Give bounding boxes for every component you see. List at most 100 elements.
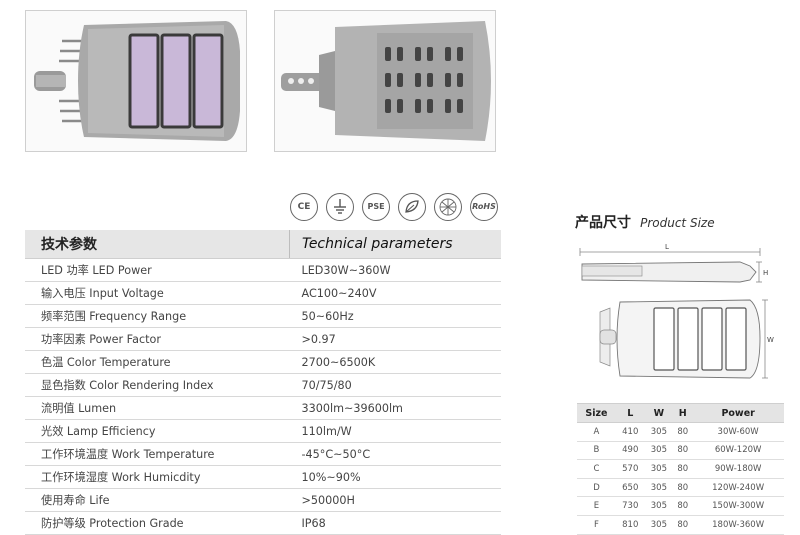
size-cell: 80 — [673, 459, 693, 479]
size-cell: B — [577, 441, 616, 461]
spec-label: LED 功率 LED Power — [25, 258, 290, 282]
spec-value: 10%~90% — [289, 465, 501, 489]
product-photo-back — [274, 10, 496, 152]
spec-value: 3300lm~39600lm — [289, 396, 501, 420]
spec-label: 工作环境湿度 Work Humicdity — [25, 465, 290, 489]
size-header-size: Size — [577, 403, 616, 423]
spec-value: -45°C~50°C — [289, 442, 501, 466]
size-cell: F — [577, 515, 616, 535]
size-cell: 80 — [673, 515, 693, 535]
spec-value: 2700~6500K — [289, 350, 501, 374]
grid-globe-icon — [434, 193, 462, 221]
size-cell: C — [577, 459, 616, 479]
spec-value: IP68 — [289, 511, 501, 535]
size-cell: 80 — [673, 478, 693, 498]
ce-mark-icon: CE — [290, 193, 318, 221]
size-cell: 490 — [615, 441, 645, 461]
spec-label: 防护等级 Protection Grade — [25, 511, 290, 535]
spec-row: 功率因素 Power Factor>0.97 — [25, 327, 501, 351]
dimension-diagram: L H W — [560, 238, 785, 398]
spec-value: 110lm/W — [289, 419, 501, 443]
spec-label: 使用寿命 Life — [25, 488, 290, 512]
size-cell: 305 — [644, 478, 674, 498]
technical-parameters-table: 技术参数 Technical parameters LED 功率 LED Pow… — [25, 230, 501, 535]
spec-value: AC100~240V — [289, 281, 501, 305]
size-header-w: W — [644, 403, 674, 423]
size-cell: 30W-60W — [692, 422, 784, 442]
leaf-eco-icon — [398, 193, 426, 221]
spec-row: 工作环境温度 Work Temperature-45°C~50°C — [25, 442, 501, 466]
dimension-drawing: L H W — [579, 243, 774, 379]
size-cell: 305 — [644, 459, 674, 479]
spec-label: 频率范围 Frequency Range — [25, 304, 290, 328]
spec-value: >0.97 — [289, 327, 501, 351]
size-cell: A — [577, 422, 616, 442]
size-cell: 305 — [644, 496, 674, 516]
size-cell: 80 — [673, 496, 693, 516]
size-cell: 90W-180W — [692, 459, 784, 479]
spec-header-en: Technical parameters — [289, 230, 501, 259]
dim-label-width: W — [767, 336, 774, 344]
size-cell: 120W-240W — [692, 478, 784, 498]
spec-label: 光效 Lamp Efficiency — [25, 419, 290, 443]
spec-label: 显色指数 Color Rendering Index — [25, 373, 290, 397]
spec-header-cn: 技术参数 — [25, 230, 290, 259]
product-photo-front — [25, 10, 247, 152]
size-header-h: H — [673, 403, 693, 423]
dim-label-length: L — [665, 243, 669, 251]
size-cell: D — [577, 478, 616, 498]
size-cell: 60W-120W — [692, 441, 784, 461]
size-cell: E — [577, 496, 616, 516]
size-cell: 810 — [615, 515, 645, 535]
spec-header-row: 技术参数 Technical parameters — [25, 230, 501, 259]
product-size-title-en: Product Size — [640, 216, 715, 230]
rohs-mark-icon: RoHS — [470, 193, 498, 221]
spec-value: 70/75/80 — [289, 373, 501, 397]
size-header-power: Power — [692, 403, 784, 423]
spec-row: 使用寿命 Life>50000H — [25, 488, 501, 512]
street-light-back-illustration — [281, 21, 491, 141]
size-cell: 80 — [673, 422, 693, 442]
size-cell: 650 — [615, 478, 645, 498]
dim-label-height: H — [763, 269, 768, 277]
certification-marks: CE PSE RoHS — [290, 193, 502, 225]
size-cell: 180W-360W — [692, 515, 784, 535]
ground-symbol-icon — [326, 193, 354, 221]
size-cell: 410 — [615, 422, 645, 442]
size-cell: 305 — [644, 441, 674, 461]
spec-label: 工作环境温度 Work Temperature — [25, 442, 290, 466]
size-cell: 570 — [615, 459, 645, 479]
size-cell: 80 — [673, 441, 693, 461]
size-cell: 305 — [644, 422, 674, 442]
size-cell: 730 — [615, 496, 645, 516]
spec-label: 输入电压 Input Voltage — [25, 281, 290, 305]
spec-label: 色温 Color Temperature — [25, 350, 290, 374]
product-size-title: 产品尺寸 Product Size — [575, 212, 715, 232]
spec-value: LED30W~360W — [289, 258, 501, 282]
street-light-front-illustration — [34, 21, 240, 141]
size-cell: 305 — [644, 515, 674, 535]
size-cell: 150W-300W — [692, 496, 784, 516]
product-size-title-cn: 产品尺寸 — [575, 215, 631, 231]
pse-mark-icon: PSE — [362, 193, 390, 221]
spec-label: 流明值 Lumen — [25, 396, 290, 420]
spec-value: 50~60Hz — [289, 304, 501, 328]
size-header-l: L — [615, 403, 645, 423]
spec-label: 功率因素 Power Factor — [25, 327, 290, 351]
